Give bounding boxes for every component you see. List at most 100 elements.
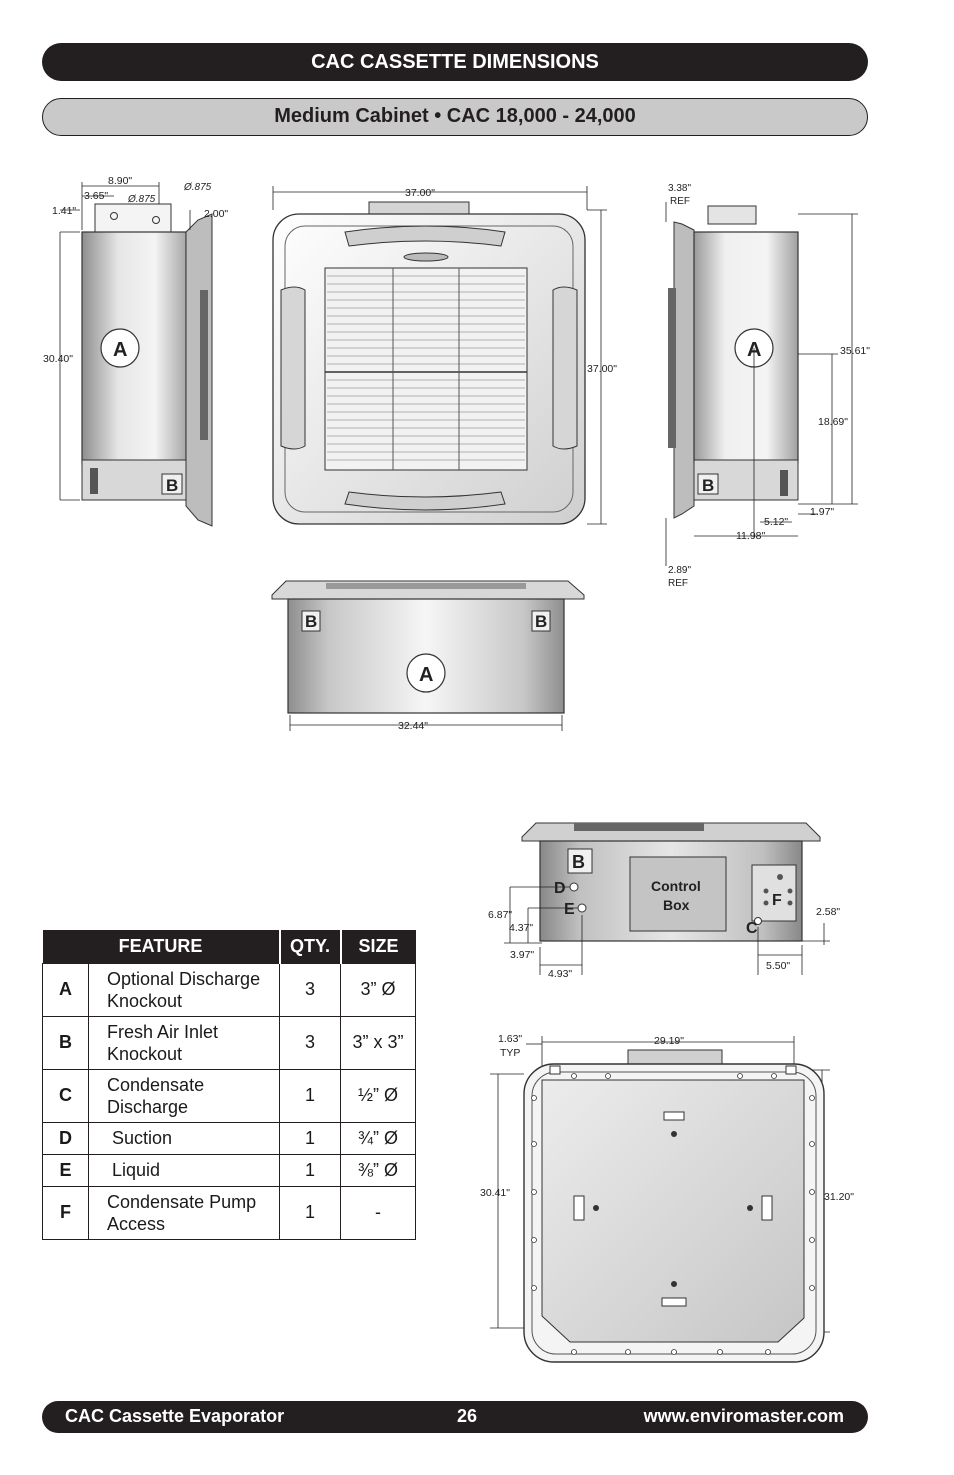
footer-page-number: 26 — [457, 1406, 478, 1426]
table-header-row: FEATURE QTY. SIZE — [42, 930, 416, 963]
feature-key: E — [42, 1153, 89, 1187]
subtitle-banner: Medium Cabinet • CAC 18,000 - 24,000 — [42, 98, 868, 136]
feature-description: Condensate Pump Access — [88, 1185, 280, 1240]
top-view-drawing: 37.00" 37.00" — [272, 186, 617, 525]
pipe-label-b: B — [572, 852, 585, 872]
feature-key: D — [42, 1121, 89, 1155]
feature-desc-line1: Condensate — [107, 1074, 205, 1095]
control-box-line2: Box — [663, 897, 690, 913]
table-row: A Optional Discharge Knockout 3 3” Ø — [42, 962, 416, 1017]
pipe-label-e: E — [564, 901, 575, 918]
feature-qty: 1 — [279, 1153, 341, 1187]
feature-desc-line2: Access — [107, 1213, 166, 1234]
table-row: F Condensate Pump Access 1 - — [42, 1185, 416, 1240]
feature-description: Fresh Air Inlet Knockout — [88, 1015, 280, 1070]
dim-8-90: 8.90" — [108, 175, 132, 187]
left-side-view-drawing: A B 8.90" 3.65" Ø.875 Ø.875 1.41" 2.00" … — [43, 175, 228, 527]
dim-5-50: 5.50" — [766, 960, 790, 972]
page-footer: CAC Cassette Evaporator 26 www.enviromas… — [42, 1401, 868, 1433]
right-side-view-drawing: A B 3.38" REF 35.61" 18.69" 1.97" 5.12" … — [665, 183, 870, 589]
feature-table: FEATURE QTY. SIZE A Optional Discharge K… — [42, 930, 416, 1240]
top-dim-height: 37.00" — [587, 363, 617, 375]
feature-key: B — [42, 1015, 89, 1070]
dim-1-63: 1.63" — [498, 1033, 522, 1045]
dim-3-38: 3.38" — [668, 183, 691, 194]
dim-4-37: 4.37" — [509, 922, 533, 934]
feature-desc-line2: Discharge — [107, 1096, 189, 1117]
left-label-a: A — [113, 339, 127, 361]
dim-2-58: 2.58" — [816, 906, 840, 918]
feature-desc-line1: Condensate Pump — [107, 1191, 257, 1212]
section-subtitle: Medium Cabinet • CAC 18,000 - 24,000 — [274, 105, 636, 127]
feature-qty: 1 — [279, 1185, 341, 1240]
top-dim-width: 37.00" — [405, 187, 435, 199]
pipe-label-d: D — [554, 880, 566, 897]
feature-desc-line2: Knockout — [107, 990, 183, 1011]
feature-size: 3” Ø — [340, 962, 416, 1017]
feature-size: 3” x 3” — [340, 1015, 416, 1070]
dim-1-41: 1.41" — [52, 205, 76, 217]
pipe-connection-view-drawing: B D E Control Box F C 6.87" 4.37" 3.97" … — [488, 822, 840, 980]
dim-30-41: 30.41" — [480, 1187, 510, 1199]
dim-29-19: 29.19" — [654, 1035, 684, 1047]
feature-description: Liquid — [88, 1153, 280, 1187]
feature-qty: 3 — [279, 962, 341, 1017]
table-row: D Suction 1 ¾” Ø — [42, 1121, 416, 1155]
front-view-drawing: B B A 32.44" — [271, 580, 585, 732]
front-label-a: A — [419, 664, 433, 686]
dim-4-93: 4.93" — [548, 968, 572, 980]
dim-dia-875-b: Ø.875 — [127, 194, 156, 205]
table-row: C Condensate Discharge 1 ½” Ø — [42, 1068, 416, 1123]
bottom-view-drawing: 1.63" TYP 29.19" 30.41" 31.20" — [480, 1033, 854, 1363]
front-dim-width: 32.44" — [398, 720, 428, 732]
dim-3-97: 3.97" — [510, 949, 534, 961]
dim-18-69: 18.69" — [818, 416, 848, 428]
table-row: E Liquid 1 ⅜” Ø — [42, 1153, 416, 1187]
dim-35-61: 35.61" — [840, 345, 870, 357]
header-qty: QTY. — [278, 930, 341, 963]
footer-website-link[interactable]: www.enviromaster.com — [643, 1406, 844, 1426]
feature-size: ½” Ø — [340, 1068, 416, 1123]
feature-desc-line1: Suction — [107, 1128, 173, 1148]
pipe-label-f: F — [772, 892, 782, 909]
dim-5-12: 5.12" — [764, 516, 788, 528]
dim-30-40: 30.40" — [43, 353, 73, 365]
dim-ref-top: REF — [670, 196, 690, 207]
dim-typ: TYP — [500, 1047, 520, 1059]
dim-6-87: 6.87" — [488, 909, 512, 921]
front-label-b-left: B — [305, 612, 317, 631]
dim-11-98: 11.98" — [736, 530, 765, 542]
feature-size: ⅜” Ø — [340, 1153, 416, 1187]
front-label-b-right: B — [535, 612, 547, 631]
dim-2-89: 2.89" — [668, 565, 691, 576]
feature-qty: 1 — [279, 1068, 341, 1123]
feature-desc-line1: Optional Discharge — [107, 968, 261, 989]
feature-key: C — [42, 1068, 89, 1123]
dim-2-00: 2.00" — [204, 208, 228, 220]
dim-dia-875-a: Ø.875 — [183, 182, 212, 193]
dim-3-65: 3.65" — [84, 190, 108, 202]
pipe-label-c: C — [746, 920, 758, 937]
dim-1-97: 1.97" — [810, 506, 834, 518]
dim-ref-bottom: REF — [668, 578, 688, 589]
dim-31-20: 31.20" — [824, 1191, 854, 1203]
section-title-banner: CAC CASSETTE DIMENSIONS — [42, 43, 868, 81]
control-box-line1: Control — [651, 878, 701, 894]
table-row: B Fresh Air Inlet Knockout 3 3” x 3” — [42, 1015, 416, 1070]
header-size: SIZE — [339, 930, 416, 963]
feature-description: Suction — [88, 1121, 280, 1155]
feature-desc-line1: Fresh Air Inlet — [107, 1021, 219, 1042]
feature-desc-line2: Knockout — [107, 1043, 183, 1064]
footer-product-name: CAC Cassette Evaporator — [65, 1406, 285, 1426]
left-label-b: B — [166, 476, 178, 495]
feature-description: Optional Discharge Knockout — [88, 962, 280, 1017]
feature-description: Condensate Discharge — [88, 1068, 280, 1123]
right-label-b: B — [702, 476, 714, 495]
feature-qty: 1 — [279, 1121, 341, 1155]
feature-key: F — [42, 1185, 89, 1240]
section-title: CAC CASSETTE DIMENSIONS — [311, 51, 599, 73]
feature-size: - — [340, 1185, 416, 1240]
header-feature: FEATURE — [42, 930, 280, 963]
feature-key: A — [42, 962, 89, 1017]
feature-qty: 3 — [279, 1015, 341, 1070]
